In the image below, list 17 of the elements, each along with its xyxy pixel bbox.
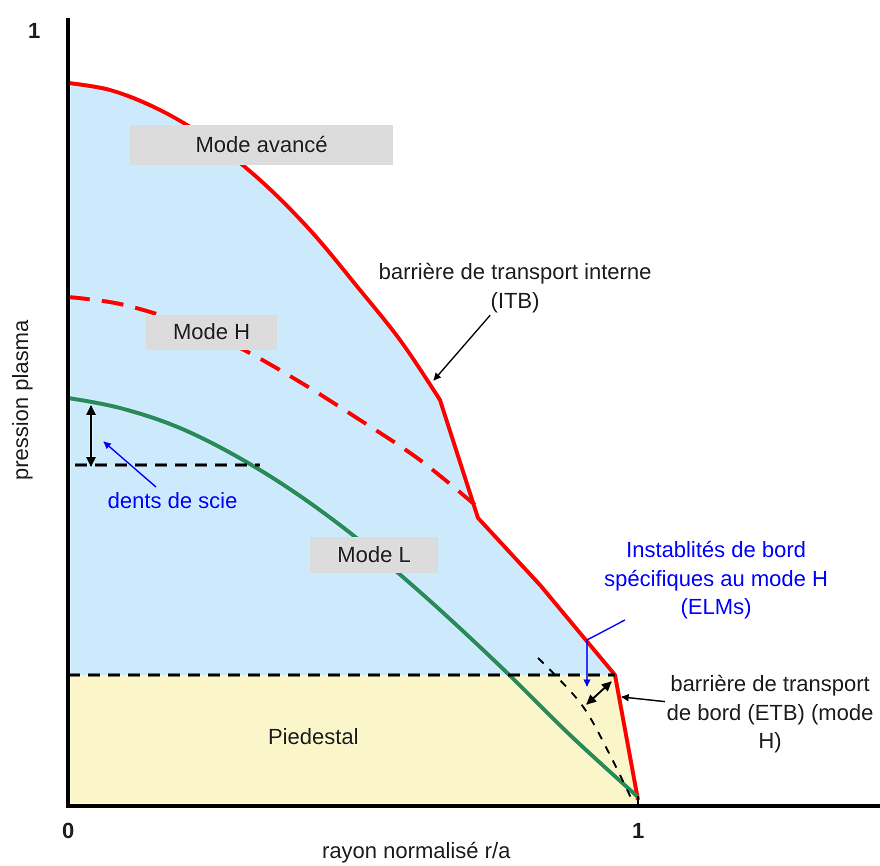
tick-label: 1 [632,818,644,844]
mode-label-box: Mode avancé [130,125,393,165]
tick-label: 0 [62,818,74,844]
axis-title: rayon normalisé r/a [322,838,510,864]
mode-label-box: Mode H [146,315,277,350]
annotation-text: Instablités de bord spécifiques au mode H (ELMs) [603,536,829,622]
leader-arrow [583,619,626,687]
annotation-text: barrière de transport interne (ITB) [378,258,652,315]
annotation-text: dents de scie [108,487,238,515]
leader-arrow [103,441,156,488]
region-label: Piedestal [268,724,359,750]
leader-arrow [433,314,491,381]
tick-label: 1 [28,18,40,44]
annotation-text: barrière de transport de bord (ETB) (mode H) [666,670,874,756]
mode-label-box: Mode L [310,537,438,573]
axis-title: pression plasma [8,320,34,480]
leader-arrow [621,694,666,702]
